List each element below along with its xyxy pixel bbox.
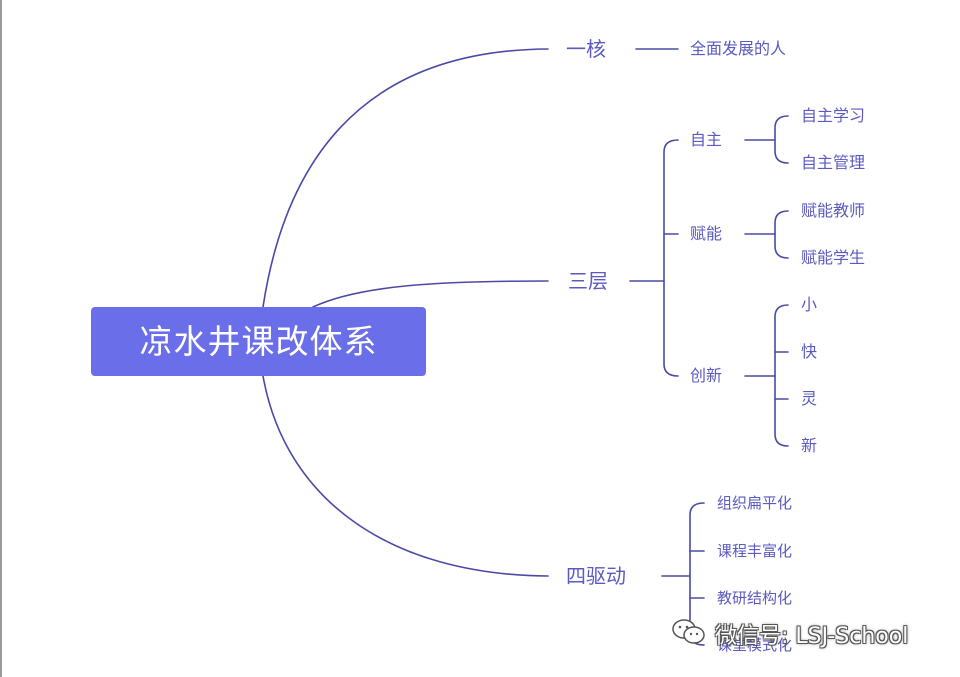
left-border [0,0,2,677]
root-node: 凉水井课改体系 [91,307,426,376]
branch-siqudong: 四驱动 [566,564,626,588]
leaf-funeng-jiaoshi: 赋能教师 [801,201,866,220]
link-sanceng-bracket [663,139,679,377]
node-ketang: 课堂模式化 [717,636,793,654]
wechat-icon [671,618,707,650]
node-zizhu: 自主 [690,130,723,149]
link-root-sanceng [312,280,549,308]
branch-yihe: 一核 [566,37,606,61]
link-root-siqudong [262,375,549,577]
branch-sanceng: 三层 [568,269,608,293]
link-siqudong-bracket [689,502,705,646]
node-quanmian: 全面发展的人 [690,39,787,58]
link-chuangxin-bracket [774,304,789,447]
leaf-chuangxin-kuai: 快 [801,342,818,361]
link-zizhu-bracket [774,115,789,164]
watermark-text: 微信号: LSJ-School [715,624,909,649]
node-funeng: 赋能 [690,224,723,243]
node-kecheng: 课程丰富化 [717,542,793,560]
leaf-chuangxin-ling: 灵 [801,389,818,408]
watermark: 微信号: LSJ-School [671,618,908,650]
leaf-funeng-xuesheng: 赋能学生 [801,248,866,267]
leaf-chuangxin-xiao: 小 [801,295,818,314]
node-zuzhi: 组织扁平化 [717,494,793,512]
leaf-zizhu-guanli: 自主管理 [801,153,866,172]
leaf-chuangxin-xin: 新 [801,436,818,455]
node-jiaoyan: 教研结构化 [717,589,793,607]
node-chuangxin: 创新 [690,366,723,385]
link-funeng-bracket [774,210,789,259]
leaf-zizhu-xuexi: 自主学习 [801,106,866,125]
link-root-yihe [262,48,549,308]
